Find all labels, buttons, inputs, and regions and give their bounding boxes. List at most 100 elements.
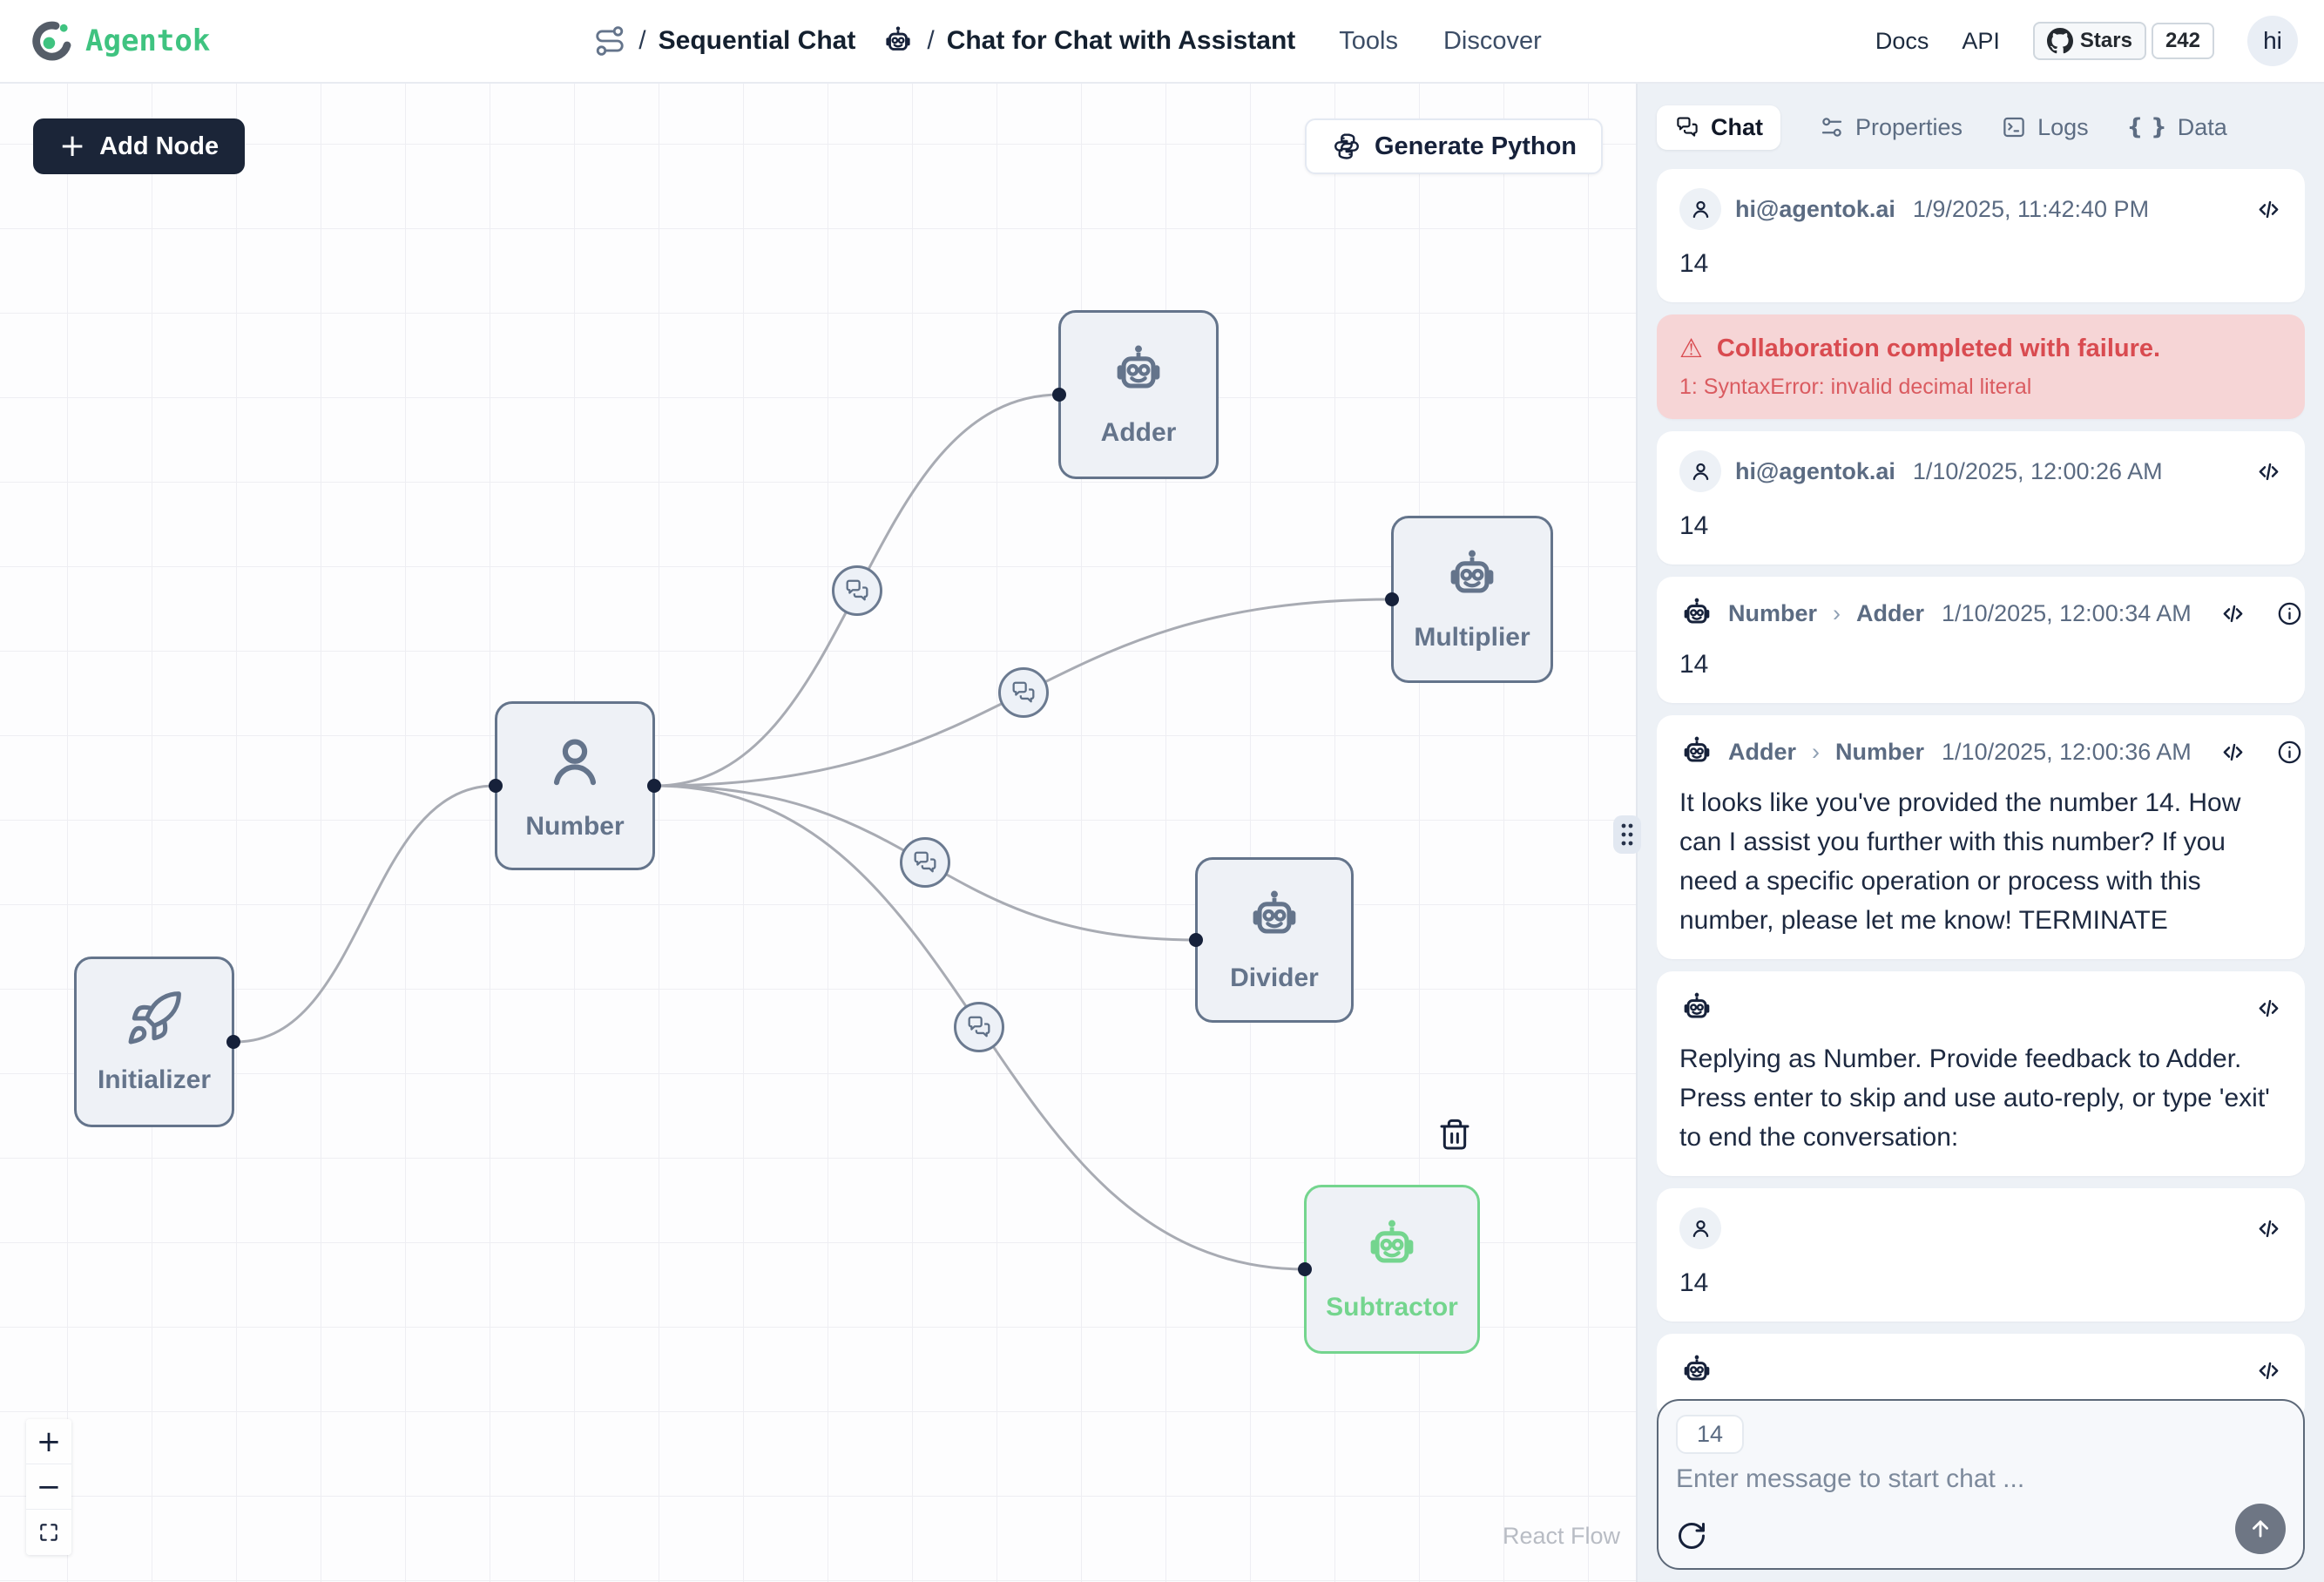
node-divider[interactable]: Divider bbox=[1189, 857, 1354, 1023]
code-icon bbox=[2255, 1215, 2282, 1242]
chat-message-bot: Replying as Number. Provide feedback to … bbox=[1657, 971, 2305, 1176]
header-right: Docs API Stars 242 hi bbox=[1875, 16, 2298, 66]
python-icon bbox=[1331, 131, 1362, 162]
message-text: 14 bbox=[1679, 1268, 1709, 1297]
flow-canvas[interactable]: Initializer Number Adder Multiplier Divi… bbox=[0, 84, 1636, 1582]
view-code-button[interactable] bbox=[2219, 739, 2246, 766]
api-link[interactable]: API bbox=[1962, 27, 2000, 54]
target-handle[interactable] bbox=[489, 779, 503, 793]
code-icon bbox=[2255, 1357, 2282, 1384]
target-handle[interactable] bbox=[1298, 1262, 1312, 1276]
tab-chat[interactable]: Chat bbox=[1657, 105, 1780, 150]
edge-chat-badge-divider[interactable] bbox=[900, 837, 950, 888]
node-label: Divider bbox=[1230, 963, 1319, 992]
target-handle[interactable] bbox=[1385, 592, 1399, 606]
panel-resize-handle[interactable] bbox=[1613, 815, 1641, 854]
code-icon bbox=[2219, 600, 2246, 627]
breadcrumb-separator: / bbox=[638, 26, 646, 55]
node-label: Adder bbox=[1100, 418, 1177, 447]
zoom-in-button[interactable]: + bbox=[26, 1419, 71, 1464]
warning-icon: ⚠ bbox=[1679, 334, 1703, 364]
info-button[interactable] bbox=[2276, 739, 2303, 766]
view-code-button[interactable] bbox=[2219, 600, 2246, 627]
edge-chat-badge-multiplier[interactable] bbox=[998, 667, 1049, 718]
generate-python-button[interactable]: Generate Python bbox=[1304, 118, 1603, 174]
source-handle[interactable] bbox=[647, 779, 661, 793]
user-avatar-icon bbox=[1679, 188, 1721, 230]
generate-python-label: Generate Python bbox=[1374, 132, 1577, 160]
terminal-icon bbox=[2001, 114, 2027, 140]
message-text: 14 bbox=[1679, 511, 1709, 540]
github-stars-widget[interactable]: Stars 242 bbox=[2032, 22, 2214, 60]
edge-chat-badge-subtractor[interactable] bbox=[954, 1002, 1004, 1052]
chat-message-bot: Number › Adder 1/10/2025, 12:00:34 AM 14 bbox=[1657, 577, 2305, 703]
tab-label: Logs bbox=[2037, 113, 2089, 140]
stars-count: 242 bbox=[2151, 23, 2214, 59]
tab-label: Chat bbox=[1711, 113, 1763, 140]
source-handle[interactable] bbox=[226, 1035, 240, 1049]
edge-chat-badge-adder[interactable] bbox=[832, 565, 882, 616]
view-code-button[interactable] bbox=[2255, 995, 2282, 1022]
target-handle[interactable] bbox=[1189, 933, 1203, 947]
chat-message-user: hi@agentok.ai 1/10/2025, 12:00:26 AM 14 bbox=[1657, 431, 2305, 565]
tab-label: Properties bbox=[1855, 113, 1963, 140]
suggestion-chip[interactable]: 14 bbox=[1676, 1415, 1745, 1454]
user-avatar[interactable]: hi bbox=[2247, 16, 2298, 66]
code-icon bbox=[2255, 995, 2282, 1022]
message-time: 1/10/2025, 12:00:26 AM bbox=[1912, 457, 2163, 484]
plus-icon: + bbox=[59, 128, 86, 164]
docs-link[interactable]: Docs bbox=[1875, 27, 1929, 54]
chat-bubbles-icon bbox=[1010, 679, 1037, 706]
nav-tools[interactable]: Tools bbox=[1339, 26, 1398, 55]
error-title: Collaboration completed with failure. bbox=[1716, 335, 2161, 362]
app-header: Agentok / Sequential Chat / Chat for Cha… bbox=[0, 0, 2324, 84]
tab-data[interactable]: { } Data bbox=[2127, 114, 2227, 141]
node-initializer[interactable]: Initializer bbox=[74, 957, 240, 1127]
node-number[interactable]: Number bbox=[489, 701, 661, 870]
view-code-button[interactable] bbox=[2255, 458, 2282, 485]
chat-error-message: ⚠ Collaboration completed with failure. … bbox=[1657, 314, 2305, 419]
zoom-controls: + − bbox=[26, 1419, 71, 1555]
send-button[interactable] bbox=[2235, 1504, 2286, 1554]
app-logo[interactable]: Agentok bbox=[31, 20, 210, 62]
tab-label: Data bbox=[2177, 113, 2227, 140]
node-multiplier[interactable]: Multiplier bbox=[1385, 516, 1553, 683]
chat-bubbles-icon bbox=[965, 1013, 993, 1041]
delete-node-button[interactable] bbox=[1436, 1117, 1474, 1155]
reset-chat-button[interactable] bbox=[1676, 1520, 1707, 1554]
add-node-button[interactable]: + Add Node bbox=[33, 118, 246, 174]
robot-icon bbox=[1362, 1216, 1422, 1275]
message-from: Adder bbox=[1728, 738, 1797, 765]
robot-icon bbox=[882, 24, 915, 57]
code-icon bbox=[2255, 458, 2282, 485]
view-code-button[interactable] bbox=[2255, 1215, 2282, 1242]
breadcrumb-flow-name[interactable]: Sequential Chat bbox=[658, 26, 856, 55]
chat-input[interactable] bbox=[1676, 1464, 2286, 1504]
breadcrumb-chat-name[interactable]: Chat for Chat with Assistant bbox=[946, 26, 1296, 55]
nav-discover[interactable]: Discover bbox=[1442, 26, 1542, 55]
node-label: Initializer bbox=[97, 1065, 212, 1094]
fit-view-button[interactable] bbox=[26, 1510, 71, 1555]
view-code-button[interactable] bbox=[2255, 1357, 2282, 1384]
message-from: Number bbox=[1728, 599, 1818, 626]
tab-logs[interactable]: Logs bbox=[2001, 114, 2089, 141]
chat-message-user: hi@agentok.ai 1/9/2025, 11:42:40 PM 14 bbox=[1657, 169, 2305, 302]
node-label: Number bbox=[525, 812, 625, 841]
chat-message-user: 14 bbox=[1657, 1188, 2305, 1322]
braces-icon: { } bbox=[2126, 114, 2167, 140]
robot-icon bbox=[1442, 546, 1502, 605]
node-adder[interactable]: Adder bbox=[1052, 310, 1219, 479]
code-icon bbox=[2219, 739, 2246, 766]
error-detail: 1: SyntaxError: invalid decimal literal bbox=[1679, 375, 2032, 399]
view-code-button[interactable] bbox=[2255, 196, 2282, 223]
zoom-out-button[interactable]: − bbox=[26, 1464, 71, 1510]
code-icon bbox=[2255, 196, 2282, 223]
info-button[interactable] bbox=[2276, 600, 2303, 627]
edge-initializer-number bbox=[235, 784, 496, 1044]
node-label: Multiplier bbox=[1414, 623, 1530, 652]
arrow-up-icon bbox=[2248, 1517, 2273, 1541]
tab-properties[interactable]: Properties bbox=[1819, 114, 1963, 141]
message-to: Number bbox=[1835, 738, 1925, 765]
target-handle[interactable] bbox=[1052, 388, 1066, 402]
node-subtractor[interactable]: Subtractor bbox=[1298, 1185, 1480, 1354]
